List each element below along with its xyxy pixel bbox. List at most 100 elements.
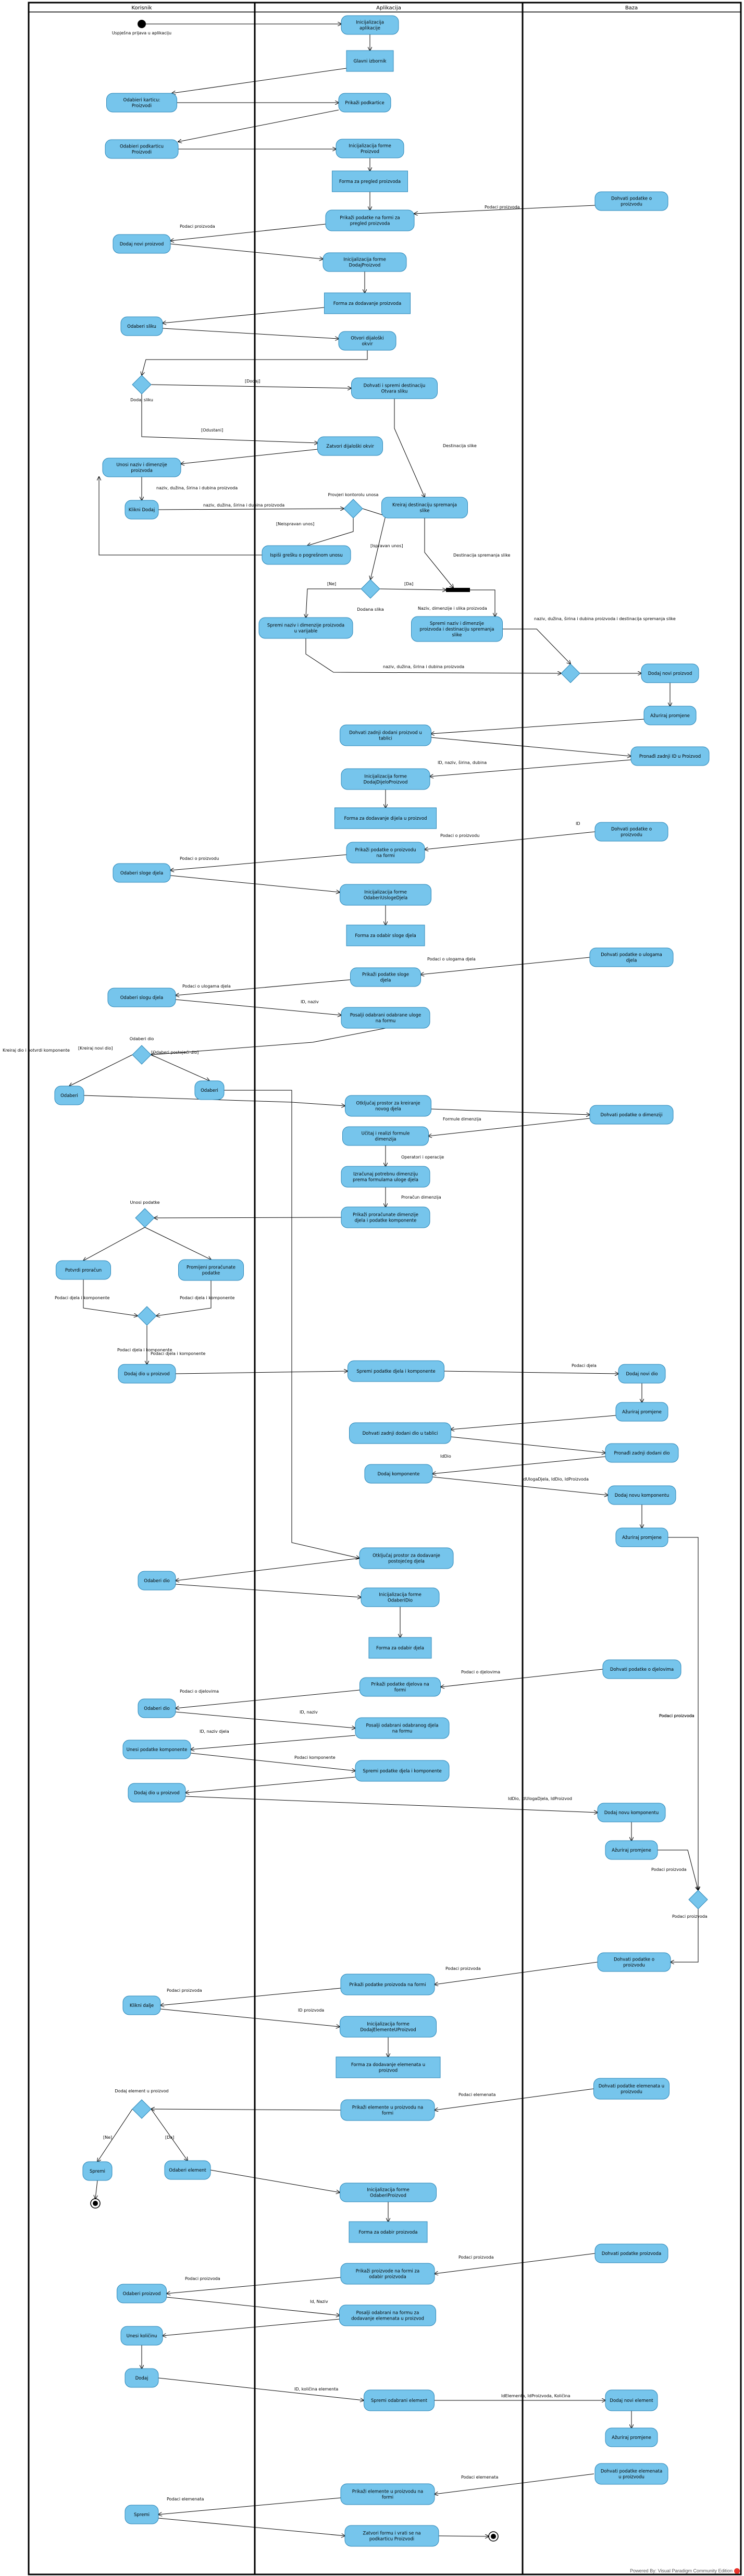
control-flow-edge bbox=[167, 2277, 341, 2294]
action-node: Ažuriraj promjene bbox=[643, 706, 697, 725]
flow-label: IdElementa, IdProizvoda, Količina bbox=[501, 2393, 571, 2398]
control-flow-edge bbox=[190, 1753, 355, 1771]
control-flow-edge bbox=[668, 1537, 698, 1890]
control-flow-edge bbox=[414, 205, 596, 214]
flow-label: Podaci proizvoda bbox=[485, 205, 520, 209]
initial-node bbox=[138, 20, 146, 28]
control-flow-edge bbox=[99, 477, 262, 556]
flow-label: [Ne] bbox=[103, 2135, 112, 2140]
control-flow-edge bbox=[160, 2008, 340, 2027]
decision-unosi-podatke bbox=[135, 1208, 155, 1228]
node-label: Odabieri karticu:Proizvodi bbox=[123, 98, 160, 109]
flow-label: [Da] bbox=[165, 2135, 174, 2140]
action-node: Dodaj novi dio bbox=[618, 1364, 666, 1384]
object-node: Glavni izbornik bbox=[346, 50, 394, 72]
control-flow-edge bbox=[307, 518, 354, 546]
control-flow-edge bbox=[191, 1735, 356, 1749]
flow-label: ID proizvoda bbox=[298, 2008, 324, 2013]
control-flow-edge bbox=[170, 224, 326, 241]
flow-label: Podaci o ulogama djela bbox=[427, 957, 476, 962]
object-node: Forma za dodavanje dijela u proizvod bbox=[334, 807, 437, 829]
control-flow-edge bbox=[170, 854, 347, 870]
action-node: Spremi podatke djela i komponente bbox=[348, 1360, 444, 1382]
action-node: Ažuriraj promjene bbox=[615, 1402, 668, 1422]
flow-label: Podaci o djelovima bbox=[461, 1670, 500, 1674]
control-flow-edge bbox=[151, 1028, 386, 1055]
flow-label: Proračun dimenzija bbox=[401, 1194, 441, 1200]
control-flow-edge bbox=[430, 759, 631, 777]
node-label: Forma za dodavanje dijela u proizvod bbox=[344, 816, 427, 821]
flow-label: Podaci djela bbox=[572, 1363, 597, 1368]
node-label: Dodaj novi element bbox=[610, 2398, 653, 2404]
action-node: Dohvati podatke proizvoda bbox=[594, 2244, 668, 2263]
node-label: Forma za odabir proizvoda bbox=[358, 2230, 417, 2235]
node-label: Ažuriraj promjene bbox=[622, 1535, 662, 1540]
action-node: Dodaj novi proizvod bbox=[641, 663, 699, 683]
flow-label: ID bbox=[576, 821, 580, 826]
control-flow-edge bbox=[158, 2518, 345, 2536]
action-node: Odaberi dio bbox=[138, 1698, 176, 1718]
flow-label: Destinacija spremanja slike bbox=[453, 553, 511, 558]
control-flow-edge bbox=[658, 1850, 698, 1890]
flow-label: Podaci o djelovima bbox=[180, 1689, 219, 1694]
control-flow-edge bbox=[95, 2180, 97, 2199]
node-label: Dodaj novi proizvod bbox=[120, 242, 164, 247]
flow-label: [Odustani] bbox=[201, 428, 223, 433]
control-flow-edge bbox=[176, 1558, 360, 1581]
flow-label: Podaci elemenata bbox=[461, 2475, 498, 2480]
edges bbox=[69, 24, 698, 2536]
flow-label: Podaci o ulogama djela bbox=[182, 984, 231, 989]
flow-label: Podaci proizvoda bbox=[672, 1914, 708, 1919]
node-label: Dohvati podatke o dimenziji bbox=[601, 1113, 663, 1118]
action-node: Dohvati podatke o djelovima bbox=[602, 1659, 681, 1679]
flow-label: Podaci o proizvodu bbox=[180, 856, 219, 861]
flow-label: Id, Naziv bbox=[310, 2299, 328, 2304]
control-flow-edge bbox=[425, 831, 596, 849]
control-flow-edge bbox=[181, 449, 318, 464]
control-flow-edge bbox=[443, 1371, 618, 1374]
node-label: Dodaj bbox=[135, 2376, 148, 2381]
action-node: Prikaži podatke proizvoda na formi bbox=[340, 1974, 435, 1995]
flow-label: [Odaberi postojeći dio] bbox=[151, 1050, 199, 1055]
flow-label: naziv, dužina, širina i dubina proizvoda bbox=[203, 502, 284, 508]
node-label: Spremi bbox=[134, 2512, 150, 2518]
decision-dodaj-element bbox=[132, 2099, 152, 2119]
flow-label: IdUlogaDjela, IdDio, IdProizvoda bbox=[522, 1477, 589, 1482]
flow-label: Unosi podatke bbox=[130, 1200, 159, 1205]
node-label: Dodaj dio u proizvod bbox=[134, 1791, 180, 1796]
lane-header-korisnik: Korisnik bbox=[131, 5, 152, 11]
control-flow-edge bbox=[69, 1054, 133, 1086]
control-flow-edge bbox=[185, 1777, 356, 1793]
node-label: Unesi podatke komponente bbox=[127, 1747, 188, 1753]
action-node: Spremi podatke djela i komponente bbox=[355, 1760, 450, 1782]
flow-label: Uspješna prijava u aplikaciju bbox=[112, 30, 171, 35]
action-node: Ažuriraj promjene bbox=[605, 1840, 658, 1860]
action-node: Odaberi proizvod bbox=[117, 2284, 167, 2303]
action-node: Odaberi bbox=[54, 1086, 84, 1105]
watermark: Powered By: Visual Paradigm Community Ed… bbox=[630, 2568, 740, 2574]
node-label: Prikaži podkartice bbox=[345, 101, 384, 106]
control-flow-edge bbox=[83, 1279, 138, 1316]
control-flow-edge bbox=[158, 2497, 341, 2515]
control-flow-edge bbox=[142, 350, 368, 375]
flow-label: Formule dimenzija bbox=[443, 1117, 481, 1121]
